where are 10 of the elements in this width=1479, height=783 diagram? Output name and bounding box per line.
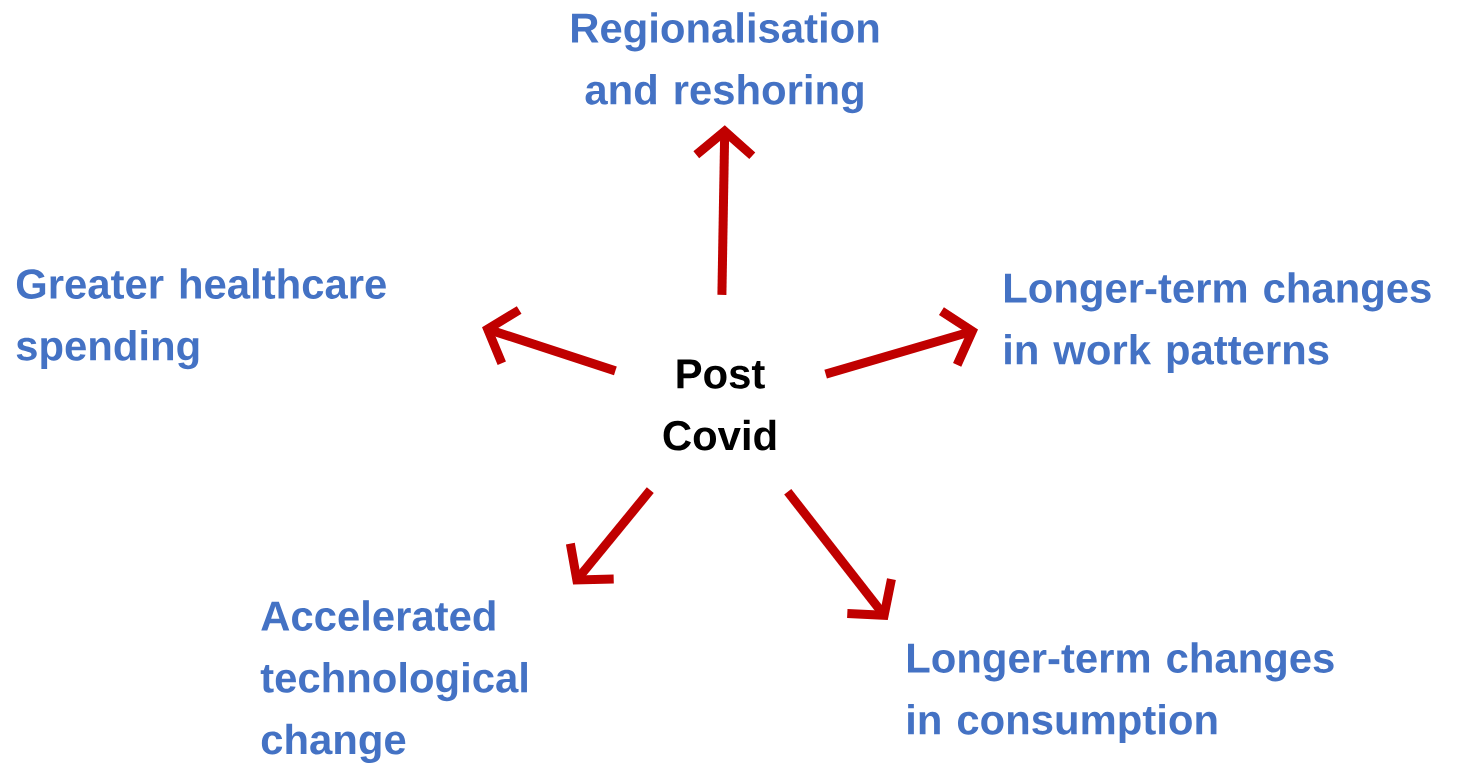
outcome-label: Accelerated technological change (260, 600, 527, 763)
center-label: Post Covid (663, 359, 776, 451)
arrow (482, 306, 617, 376)
outcome-label: Longer-term changes in work patterns (1005, 272, 1431, 373)
outcome-label: Longer-term changes in consumption (908, 642, 1334, 743)
arrow (784, 489, 896, 620)
outcome-label: Regionalisation and reshoring (572, 12, 879, 114)
outcome-label: Greater healthcare spending (16, 268, 386, 370)
arrow (693, 125, 756, 296)
arrow (824, 307, 978, 379)
